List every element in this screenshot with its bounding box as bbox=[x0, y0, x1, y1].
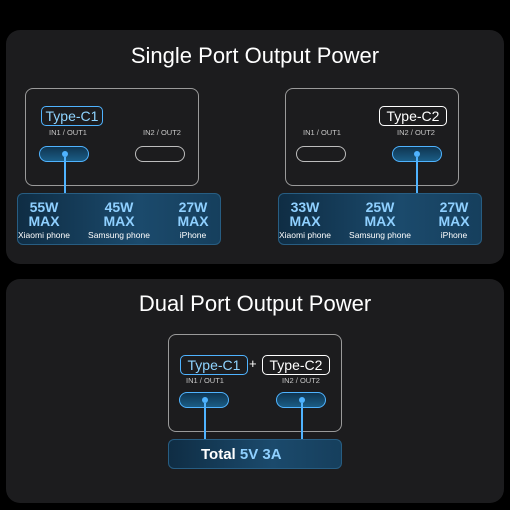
port1-label: IN1 / OUT1 bbox=[303, 128, 341, 137]
dual-port-panel: Dual Port Output Power Type-C1 + Type-C2… bbox=[6, 279, 504, 503]
connection-line bbox=[64, 157, 66, 193]
stat-samsung: 45W MAX Samsung phone bbox=[88, 199, 150, 240]
port2-label: IN2 / OUT2 bbox=[282, 376, 320, 385]
right-power-info-box: 33W MAX Xiaomi phone 25W MAX Samsung pho… bbox=[278, 193, 482, 245]
type-c1-chip: Type-C1 bbox=[180, 355, 248, 375]
type-c1-chip: Type-C1 bbox=[41, 106, 103, 126]
stat-iphone: 27W MAX iPhone bbox=[438, 199, 470, 240]
total-power-text: Total 5V 3A bbox=[201, 446, 282, 463]
usb-c-port-1 bbox=[296, 146, 346, 162]
port2-label: IN2 / OUT2 bbox=[143, 128, 181, 137]
stat-xiaomi: 33W MAX Xiaomi phone bbox=[279, 199, 331, 240]
connection-dot bbox=[414, 151, 420, 157]
connection-dot bbox=[202, 397, 208, 403]
charger-dual-device bbox=[168, 334, 342, 432]
connection-line bbox=[204, 403, 206, 441]
charger-right-device bbox=[285, 88, 459, 186]
stat-samsung: 25W MAX Samsung phone bbox=[349, 199, 411, 240]
type-c2-chip: Type-C2 bbox=[379, 106, 447, 126]
single-port-panel: Single Port Output Power Type-C1 IN1 / O… bbox=[6, 30, 504, 264]
connection-dot bbox=[62, 151, 68, 157]
left-power-info-box: 55W MAX Xiaomi phone 45W MAX Samsung pho… bbox=[17, 193, 221, 245]
stat-iphone: 27W MAX iPhone bbox=[177, 199, 209, 240]
port2-label: IN2 / OUT2 bbox=[397, 128, 435, 137]
stat-xiaomi: 55W MAX Xiaomi phone bbox=[18, 199, 70, 240]
dual-port-title: Dual Port Output Power bbox=[138, 291, 372, 316]
port1-label: IN1 / OUT1 bbox=[186, 376, 224, 385]
connection-line bbox=[301, 403, 303, 441]
type-c2-chip: Type-C2 bbox=[262, 355, 330, 375]
connection-dot bbox=[299, 397, 305, 403]
port1-label: IN1 / OUT1 bbox=[49, 128, 87, 137]
usb-c-port-2 bbox=[135, 146, 185, 162]
single-port-title: Single Port Output Power bbox=[130, 43, 380, 68]
charger-left-device bbox=[25, 88, 199, 186]
connection-line bbox=[416, 157, 418, 193]
total-power-box: Total 5V 3A bbox=[168, 439, 342, 469]
plus-sign: + bbox=[249, 356, 257, 371]
